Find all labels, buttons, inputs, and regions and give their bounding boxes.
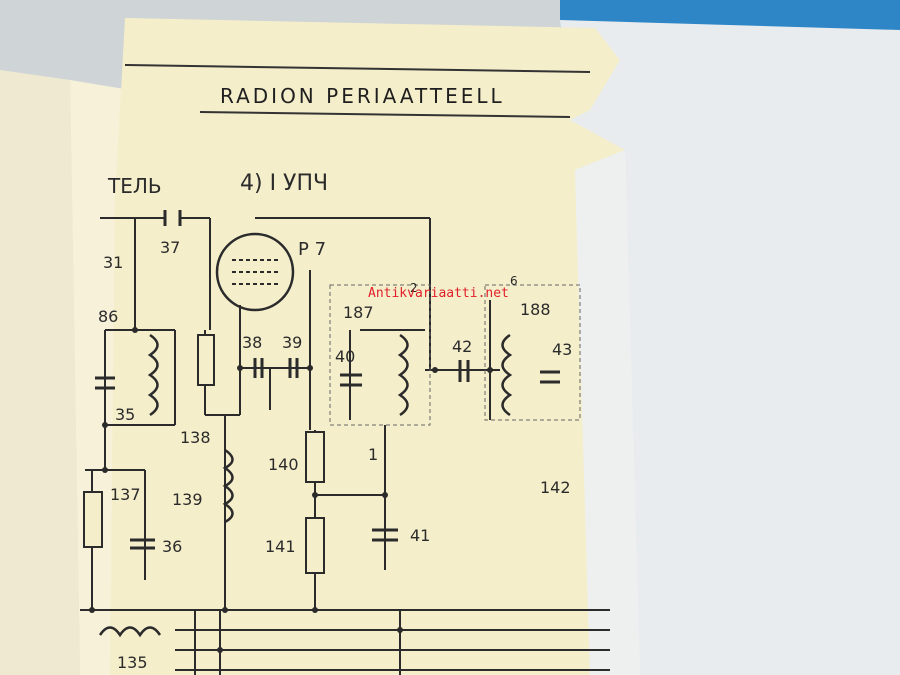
label-43: 43	[552, 340, 572, 359]
label-135: 135	[117, 653, 148, 672]
label-138: 138	[180, 428, 211, 447]
tube-label: P 7	[298, 239, 326, 260]
header-text: RADION PERIAATTEELL	[220, 84, 505, 108]
component-labels: 31 37 86 35 38 39 187 2 6 188 40 42 43 1…	[98, 238, 572, 672]
section-title: 4) I УПЧ	[240, 171, 328, 196]
book-edge	[0, 70, 80, 675]
label-37: 37	[160, 238, 180, 257]
label-139: 139	[172, 490, 203, 509]
label-36: 36	[162, 537, 182, 556]
label-31: 31	[103, 253, 123, 272]
label-140: 140	[268, 455, 299, 474]
label-2: 2	[410, 281, 418, 295]
coils	[98, 333, 513, 638]
label-41: 41	[410, 526, 430, 545]
label-187: 187	[343, 303, 374, 322]
schematic-wires	[80, 217, 610, 675]
label-141: 141	[265, 537, 296, 556]
label-188: 188	[520, 300, 551, 319]
schematic-sheet	[110, 18, 625, 675]
section-left-label: ТЕЛЬ	[107, 174, 162, 198]
label-137: 137	[110, 485, 141, 504]
label-35: 35	[115, 405, 135, 424]
right-page	[560, 20, 900, 675]
label-42: 42	[452, 337, 472, 356]
watermark: Antikvariaatti.net	[368, 286, 509, 301]
label-40: 40	[335, 347, 355, 366]
vacuum-tube-icon	[215, 232, 295, 312]
label-142: 142	[540, 478, 571, 497]
label-6: 6	[510, 274, 518, 288]
label-38: 38	[242, 333, 262, 352]
label-1: 1	[368, 445, 378, 464]
label-39: 39	[282, 333, 302, 352]
label-86: 86	[98, 307, 118, 326]
